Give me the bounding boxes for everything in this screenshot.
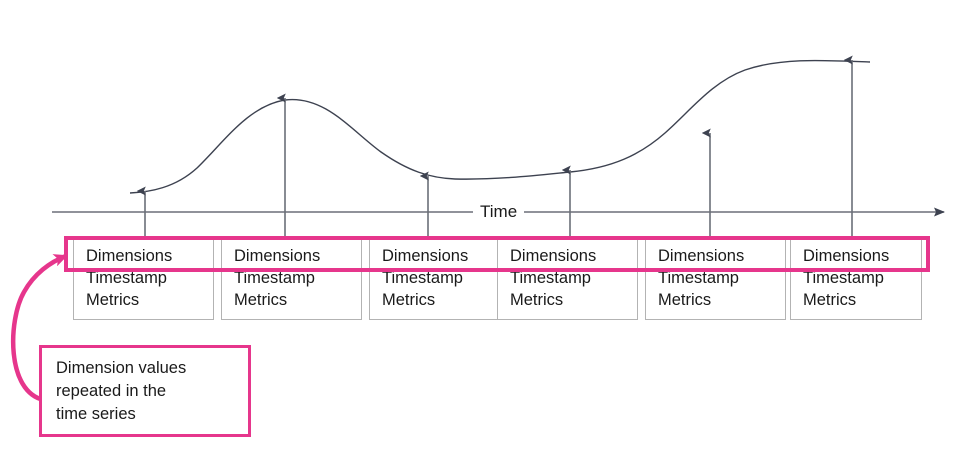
record-card[interactable]: Dimensions Timestamp Metrics — [497, 238, 638, 320]
record-card[interactable]: Dimensions Timestamp Metrics — [73, 238, 214, 320]
record-card[interactable]: Dimensions Timestamp Metrics — [221, 238, 362, 320]
card-timestamp-label: Timestamp — [86, 269, 167, 287]
record-card[interactable]: Dimensions Timestamp Metrics — [645, 238, 786, 320]
record-card[interactable]: Dimensions Timestamp Metrics — [790, 238, 922, 320]
callout-line-2: repeated in the — [56, 382, 167, 400]
callout-connector-arrow — [10, 253, 68, 403]
card-dimensions-label: Dimensions — [86, 247, 173, 265]
callout-line-3: time series — [56, 405, 136, 423]
card-dimensions-label: Dimensions — [803, 247, 890, 265]
card-timestamp-label: Timestamp — [234, 269, 315, 287]
card-timestamp-label: Timestamp — [510, 269, 591, 287]
card-dimensions-label: Dimensions — [510, 247, 597, 265]
callout-line-1: Dimension values — [56, 359, 187, 377]
time-series-curve — [129, 59, 871, 194]
card-dimensions-label: Dimensions — [658, 247, 745, 265]
card-metrics-label: Metrics — [234, 291, 288, 309]
card-metrics-label: Metrics — [510, 291, 564, 309]
record-card[interactable]: Dimensions Timestamp Metrics — [369, 238, 510, 320]
card-timestamp-label: Timestamp — [658, 269, 739, 287]
card-dimensions-label: Dimensions — [382, 247, 469, 265]
card-metrics-label: Metrics — [86, 291, 140, 309]
card-timestamp-label: Timestamp — [803, 269, 884, 287]
card-metrics-label: Metrics — [382, 291, 436, 309]
card-dimensions-label: Dimensions — [234, 247, 321, 265]
callout-box: Dimension values repeated in the time se… — [39, 345, 251, 437]
time-axis-label: Time — [473, 203, 525, 221]
card-timestamp-label: Timestamp — [382, 269, 463, 287]
card-metrics-label: Metrics — [803, 291, 857, 309]
card-metrics-label: Metrics — [658, 291, 712, 309]
